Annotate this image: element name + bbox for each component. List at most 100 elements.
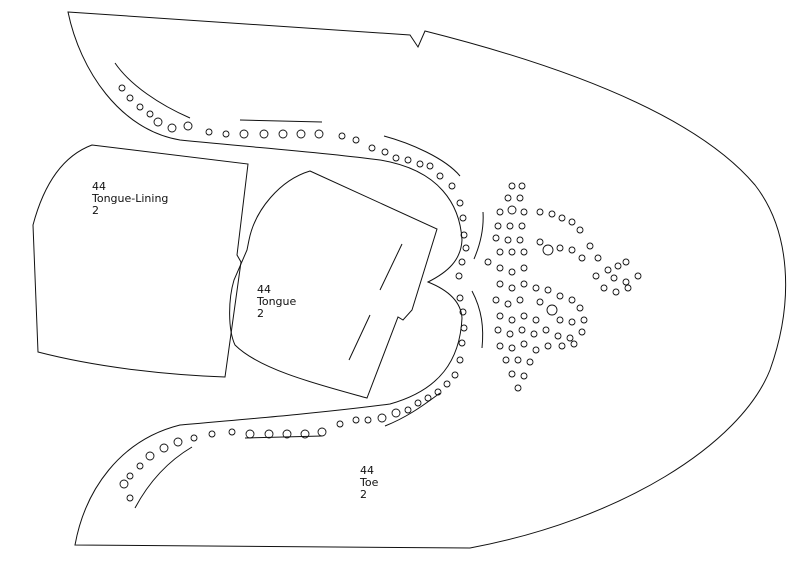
perforation-hole [414, 399, 422, 407]
perforation-hole [228, 428, 236, 436]
perforation-hole [532, 346, 540, 354]
perforation-hole [544, 286, 552, 294]
perforation-hole [317, 427, 327, 437]
perforation-hole [314, 129, 324, 139]
perforation-hole [508, 248, 516, 256]
perforation-hole [508, 284, 516, 292]
perforation-hole [520, 280, 528, 288]
perforation-hole [496, 264, 504, 272]
toe-count: 2 [360, 488, 367, 501]
perforation-hole [494, 222, 502, 230]
perforation-hole [508, 268, 516, 276]
perforation-hole [518, 182, 526, 190]
perforation-hole [245, 429, 255, 439]
perforation-hole [377, 413, 387, 423]
perforation-hole [352, 136, 360, 144]
perforation-hole [508, 316, 516, 324]
perforation-hole [282, 429, 292, 439]
perforation-hole [568, 246, 576, 254]
perforation-hole [416, 160, 424, 168]
perforation-hole [568, 218, 576, 226]
perforation-hole [484, 258, 492, 266]
perforation-hole [145, 451, 155, 461]
perforation-hole [126, 94, 134, 102]
perforation-hole [352, 416, 360, 424]
perforation-hole [506, 330, 514, 338]
perforation-hole [494, 326, 502, 334]
perforation-hole [424, 394, 432, 402]
perforation-hole [546, 304, 558, 316]
perforation-hole [592, 272, 600, 280]
perforation-hole [566, 334, 574, 342]
perforation-hole [456, 356, 464, 364]
perforation-hole [530, 330, 538, 338]
perforation-hole [507, 205, 517, 215]
perforation-hole [542, 326, 550, 334]
perforation-hole [153, 117, 163, 127]
perforation-hole [604, 266, 612, 274]
perforation-hole [364, 416, 372, 424]
perforation-hole [173, 437, 183, 447]
perforation-hole [458, 258, 466, 266]
perforation-hole [459, 308, 467, 316]
perforation-hole [514, 384, 522, 392]
perforation-hole [404, 406, 412, 414]
perforation-hole [508, 344, 516, 352]
perforation-hole [578, 328, 586, 336]
tongue-outline [229, 170, 438, 399]
perforation-hole [492, 234, 500, 242]
perforation-hole [456, 199, 464, 207]
perforation-hole [516, 194, 524, 202]
perforation-hole [558, 342, 566, 350]
perforation-hole [518, 222, 526, 230]
perforation-hole [622, 258, 630, 266]
perforation-hole [516, 296, 524, 304]
toe-label: 44 Toe 2 [359, 464, 379, 501]
perforation-hole [426, 162, 434, 170]
toe-outline [67, 11, 787, 549]
toe-name: Toe [359, 476, 379, 489]
perforation-holes [118, 84, 642, 502]
perforation-hole [542, 244, 554, 256]
perforation-hole [520, 208, 528, 216]
perforation-hole [580, 316, 588, 324]
perforation-hole [520, 264, 528, 272]
perforation-hole [126, 472, 134, 480]
perforation-hole [368, 144, 376, 152]
perforation-hole [586, 242, 594, 250]
perforation-hole [504, 194, 512, 202]
perforation-hole [496, 342, 504, 350]
perforation-hole [460, 324, 468, 332]
perforation-hole [459, 214, 467, 222]
perforation-hole [520, 340, 528, 348]
perforation-hole [568, 296, 576, 304]
perforation-hole [520, 372, 528, 380]
perforation-hole [536, 238, 544, 246]
perforation-hole [622, 278, 630, 286]
perforation-hole [520, 312, 528, 320]
perforation-hole [594, 254, 602, 262]
perforation-hole [496, 208, 504, 216]
perforation-hole [296, 129, 306, 139]
perforation-hole [222, 130, 230, 138]
perforation-hole [391, 408, 401, 418]
perforation-hole [448, 182, 456, 190]
perforation-hole [183, 121, 193, 131]
tongue-lining-name: Tongue-Lining [91, 192, 168, 205]
tongue-slot-lower [348, 314, 371, 361]
perforation-hole [455, 272, 463, 280]
perforation-hole [570, 340, 578, 348]
perforation-hole [610, 274, 618, 282]
perforation-hole [259, 129, 269, 139]
perforation-hole [264, 429, 274, 439]
tongue-lining-label: 44 Tongue-Lining 2 [91, 180, 168, 217]
perforation-hole [338, 132, 346, 140]
perforation-hole [514, 356, 522, 364]
perforation-hole [167, 123, 177, 133]
perforation-hole [159, 443, 169, 453]
tongue-name: Tongue [256, 295, 297, 308]
perforation-hole [548, 210, 556, 218]
perforation-hole [208, 430, 216, 438]
perforation-hole [458, 339, 466, 347]
